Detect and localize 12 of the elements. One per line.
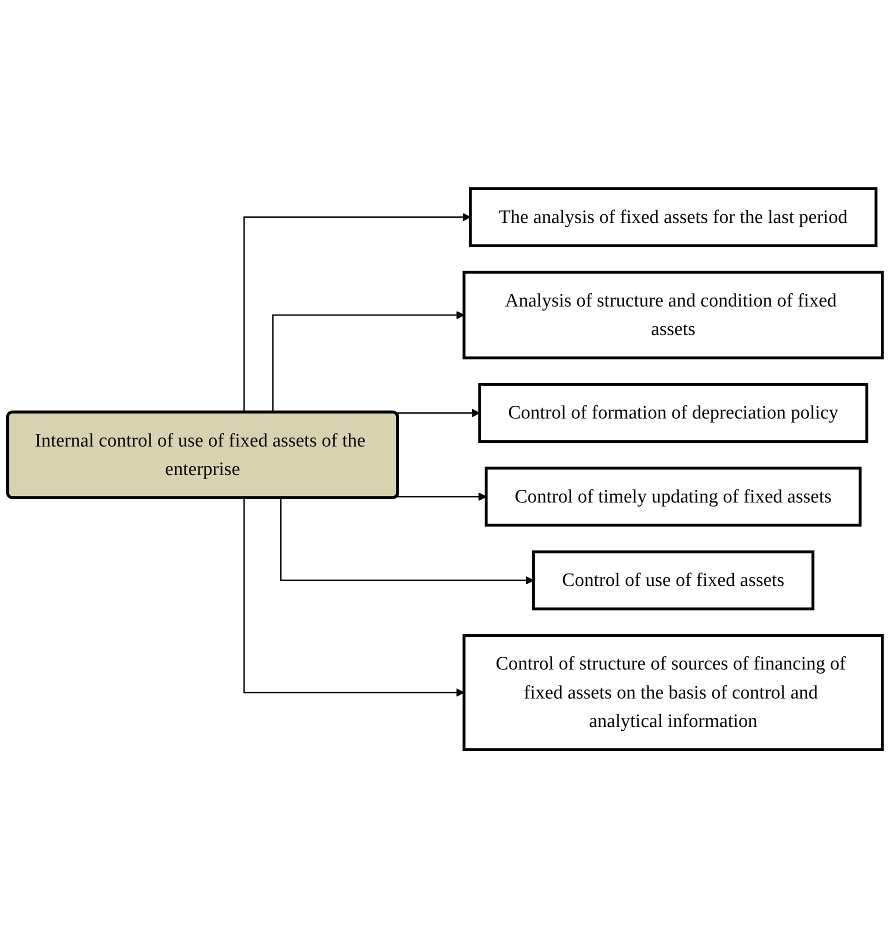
node-box: Control of formation of depreciation policy [478,382,868,443]
arrow [272,310,464,412]
arrow [397,490,487,501]
node-box: The analysis of fixed assets for the last period [468,187,878,247]
node-box: Control of use of fixed assets [532,550,814,610]
arrow [280,498,534,584]
node-box: Control of structure of sources of financing of fixed assets on the basis of control and analytical information [462,634,884,751]
arrow [243,212,471,412]
node-box: Analysis of structure and condition of fixed assets [462,270,884,360]
arrow [397,408,480,420]
node-box: Control of timely updating of fixed assets [484,466,862,527]
arrow [243,498,464,697]
